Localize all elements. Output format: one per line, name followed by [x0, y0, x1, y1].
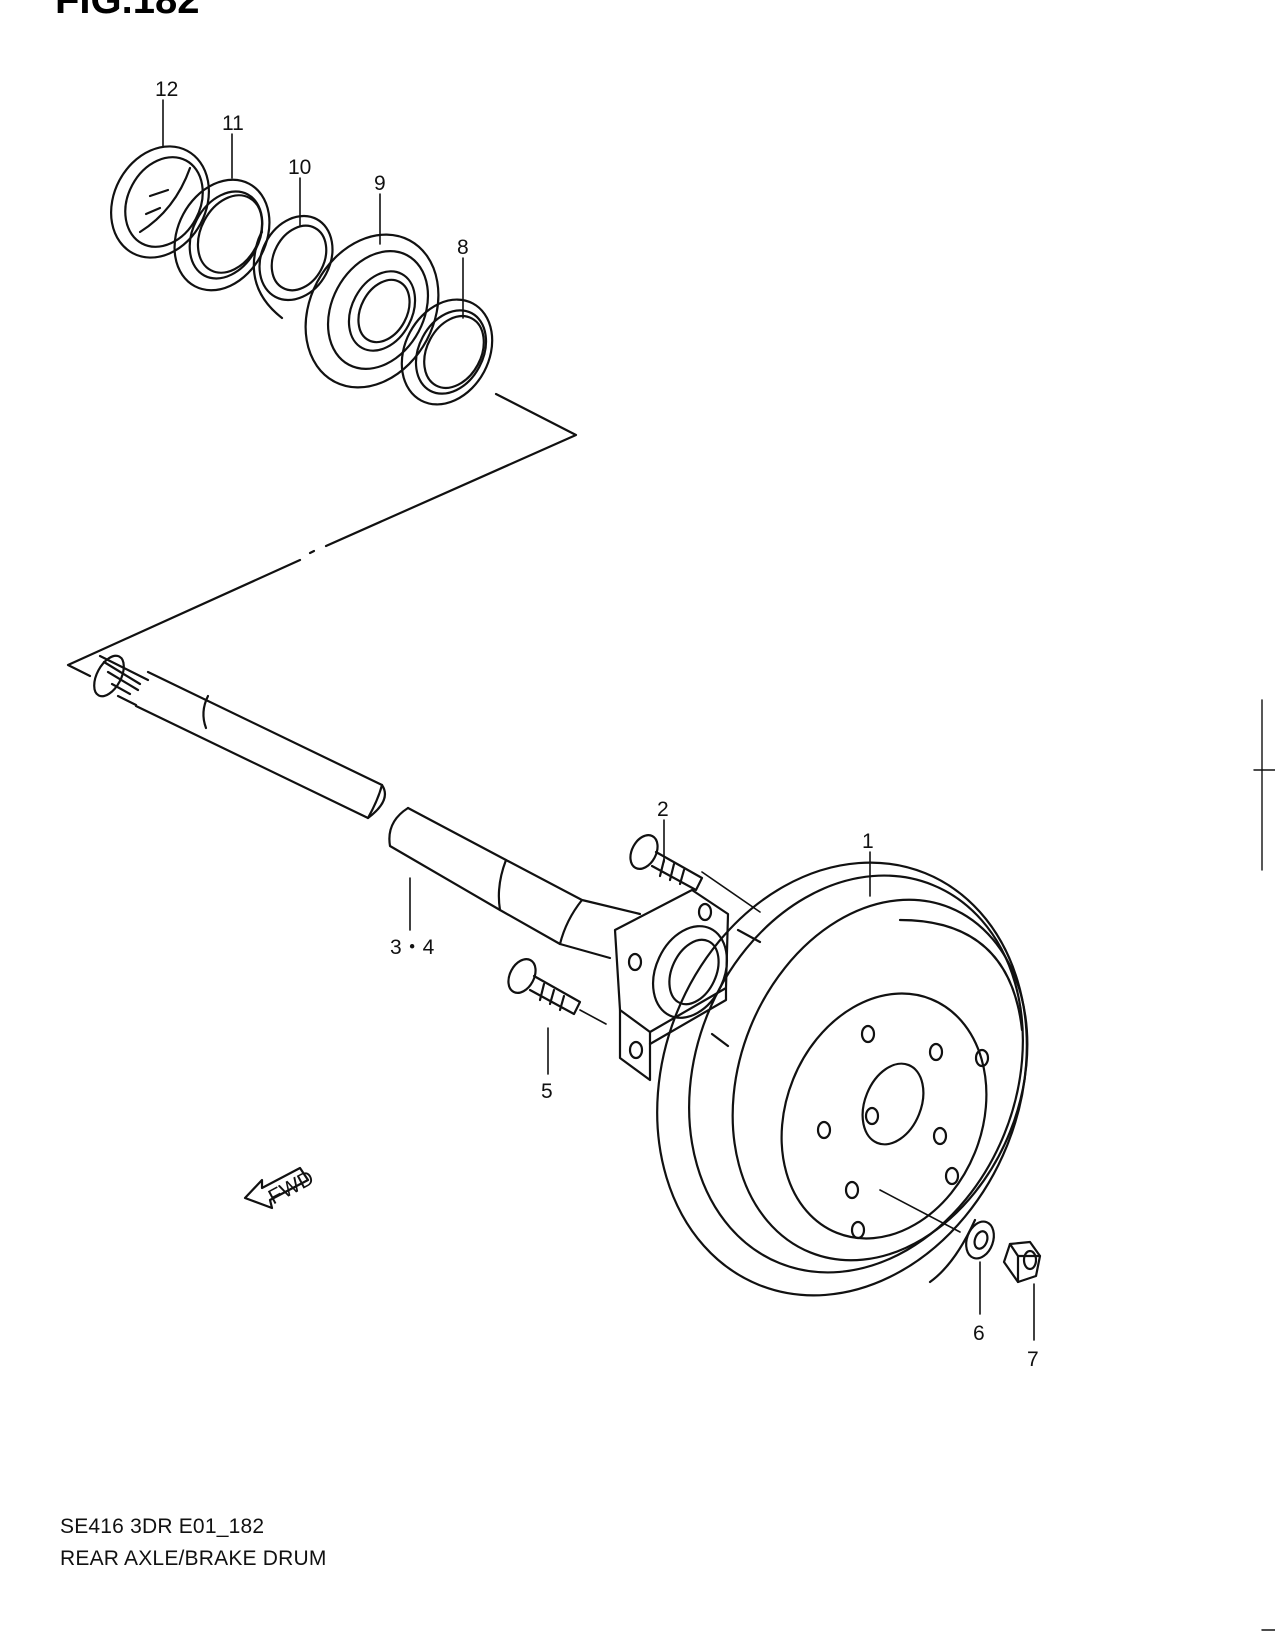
callout-9: 9: [374, 172, 386, 195]
callout-1: 1: [862, 830, 874, 853]
model-code: SE416 3DR E01_182: [60, 1515, 265, 1538]
callout-5: 5: [541, 1080, 553, 1103]
rear-axle-shaft-3-4: [93, 654, 762, 1082]
bearing-sleeve-10: [252, 214, 334, 320]
assembly-guide-line: [66, 392, 578, 678]
callout-11: 11: [222, 112, 244, 135]
callout-7: 7: [1027, 1348, 1039, 1371]
section-name: REAR AXLE/BRAKE DRUM: [60, 1547, 327, 1570]
callout-10: 10: [288, 156, 311, 179]
oil-seal-12: [110, 145, 210, 259]
callout-6: 6: [973, 1322, 985, 1345]
wheel-stud-5: [507, 958, 607, 1025]
callout-2: 2: [657, 798, 669, 821]
callout-3-4: 3・4: [390, 936, 435, 959]
leader-lines: [162, 99, 1035, 1341]
fwd-arrow-icon: FWD: [243, 1166, 318, 1209]
callout-8: 8: [457, 236, 469, 259]
figure-title: FIG.182: [55, 0, 200, 22]
lug-nut-7: [1002, 1240, 1042, 1284]
wheel-bearing-9: [304, 233, 440, 389]
retainer-ring-11: [173, 178, 271, 292]
washer-6: [965, 1220, 995, 1260]
crop-marks: [1253, 699, 1275, 1631]
brake-drum-1: [656, 861, 1029, 1297]
seal-8: [400, 298, 494, 406]
callout-labels: 12 11 10 9 8 2 1 3・4 5 6 7: [155, 78, 1039, 1371]
wheel-stud-2: [629, 834, 761, 913]
callout-12: 12: [155, 78, 178, 101]
